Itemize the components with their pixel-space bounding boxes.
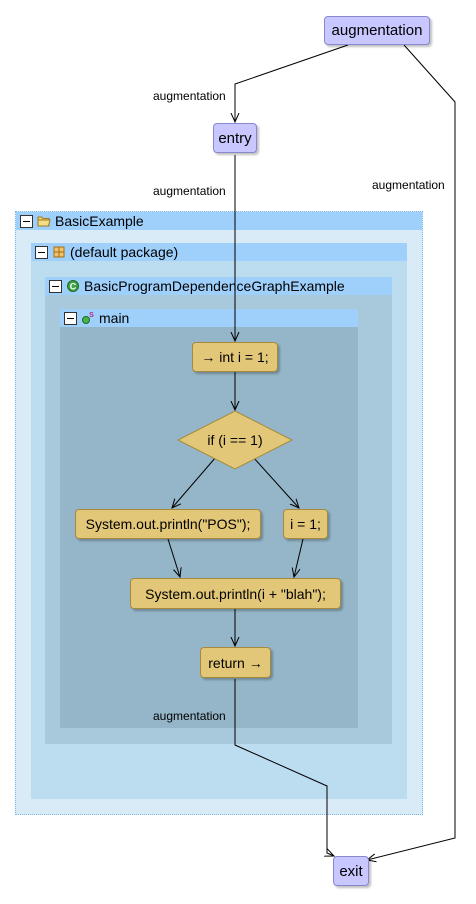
exit-node[interactable]: exit xyxy=(333,856,369,886)
package-icon xyxy=(53,246,65,258)
edge-label: augmentation xyxy=(153,709,226,723)
svg-text:S: S xyxy=(89,312,94,319)
group-project-header[interactable]: BasicExample xyxy=(16,212,422,230)
svg-text:C: C xyxy=(70,281,77,291)
group-method-label: main xyxy=(99,310,130,326)
return-node[interactable]: return → xyxy=(200,647,271,678)
statement-init-node[interactable]: → int i = 1; xyxy=(192,342,278,372)
group-package-header[interactable]: (default package) xyxy=(31,243,407,261)
group-project-label: BasicExample xyxy=(55,213,144,229)
folder-icon xyxy=(37,216,51,227)
edge-label: augmentation xyxy=(153,89,226,103)
statement-assign-node[interactable]: i = 1; xyxy=(283,509,328,539)
group-package-label: (default package) xyxy=(70,244,179,260)
entry-node[interactable]: entry xyxy=(213,123,257,153)
collapse-toggle[interactable] xyxy=(20,214,33,228)
collapse-toggle[interactable] xyxy=(64,311,77,325)
edge-aug-entry xyxy=(235,44,349,122)
collapse-toggle[interactable] xyxy=(49,279,62,293)
group-method-header[interactable]: S main xyxy=(60,309,358,327)
edge-aug-exit xyxy=(367,44,456,860)
edge-label: augmentation xyxy=(153,184,226,198)
augmentation-node[interactable]: augmentation xyxy=(324,16,430,45)
edge-pos-blah xyxy=(167,538,180,577)
collapse-toggle[interactable] xyxy=(35,245,48,259)
statement-print-blah-node[interactable]: System.out.println(i + "blah"); xyxy=(130,578,341,609)
edge-label: augmentation xyxy=(372,178,445,192)
statement-print-pos-node[interactable]: System.out.println("POS"); xyxy=(75,509,261,539)
group-class-header[interactable]: C BasicProgramDependenceGraphExample xyxy=(45,277,392,295)
edge-assign-blah xyxy=(294,538,304,577)
method-icon: S xyxy=(82,312,94,324)
group-class-label: BasicProgramDependenceGraphExample xyxy=(84,278,345,294)
condition-node-label[interactable]: if (i == 1) xyxy=(207,432,263,448)
edge-return-exit xyxy=(234,679,334,856)
condition-diamond xyxy=(176,410,294,470)
edge-cond-assign xyxy=(252,456,299,508)
edge-cond-pos xyxy=(172,456,217,508)
class-icon: C xyxy=(67,280,79,292)
